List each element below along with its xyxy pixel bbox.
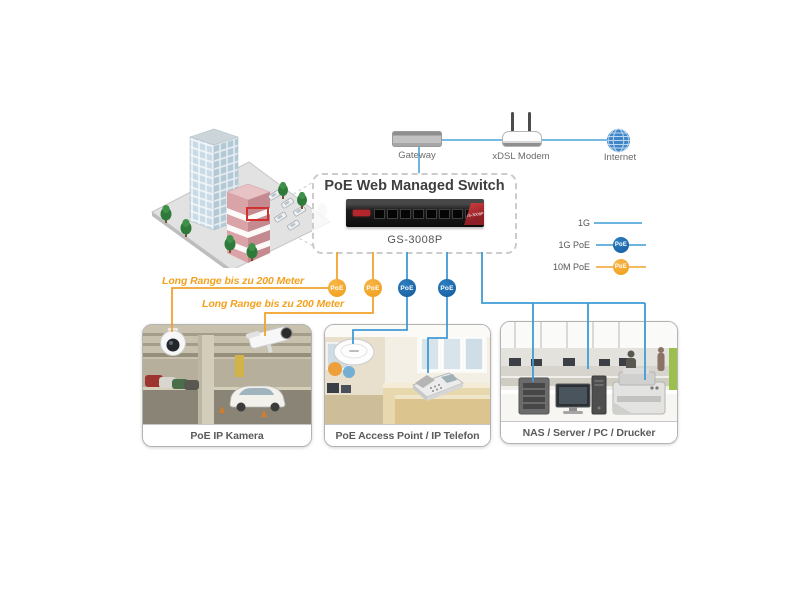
- access-point-icon: [333, 338, 375, 366]
- monitor-icon: [555, 383, 591, 414]
- nas-icon: [518, 377, 550, 415]
- gateway-label: Gateway: [398, 150, 436, 161]
- panel-nas-server-pc-drucker: NAS / Server / PC / Drucker: [500, 321, 678, 444]
- person-icon: [657, 347, 665, 371]
- switch-model-label: GS-3008P: [387, 234, 443, 246]
- office-devices-photo: [501, 322, 677, 421]
- gateway-device-icon: [392, 131, 442, 147]
- long-range-annotation-1: Long Range bis zu 200 Meter: [162, 275, 304, 287]
- legend-poe-badge-blue: PoE: [613, 237, 629, 253]
- modem-antenna-icon: [528, 112, 531, 134]
- panel-poe-ip-kamera: PoE IP Kamera: [142, 324, 312, 447]
- parking-garage-photo: [143, 325, 311, 424]
- switch-title: PoE Web Managed Switch: [324, 178, 505, 194]
- panel-caption: PoE Access Point / IP Telefon: [325, 424, 490, 446]
- office-photo: [325, 325, 490, 424]
- xdsl-modem-device-icon: [502, 131, 542, 147]
- building-illustration: [151, 128, 331, 268]
- poe-badge: PoE: [328, 279, 346, 297]
- ip-phone-icon: [412, 372, 464, 401]
- switch-ports-icon: [374, 209, 476, 219]
- brand-logo-icon: [353, 210, 370, 216]
- poe-badge: PoE: [398, 279, 416, 297]
- modem-antenna-icon: [511, 112, 514, 134]
- poe-switch-device-icon: GS-3008P: [346, 199, 484, 227]
- dome-camera-icon: [160, 327, 186, 356]
- pc-tower-icon: [591, 375, 607, 415]
- modem-label: xDSL Modem: [492, 151, 550, 162]
- legend-label-10m-poe: 10M PoE: [552, 262, 590, 272]
- long-range-annotation-2: Long Range bis zu 200 Meter: [202, 298, 344, 310]
- internet-label: Internet: [603, 152, 637, 163]
- panel-caption: PoE IP Kamera: [143, 424, 311, 446]
- poe-badge: PoE: [364, 279, 382, 297]
- legend-label-1g: 1G: [577, 218, 590, 228]
- legend-poe-badge-orange: PoE: [613, 259, 629, 275]
- panel-poe-access-point-ip-telefon: PoE Access Point / IP Telefon: [324, 324, 491, 447]
- poe-badge: PoE: [438, 279, 456, 297]
- panel-caption: NAS / Server / PC / Drucker: [501, 421, 677, 443]
- legend-label-1g-poe: 1G PoE: [558, 240, 590, 250]
- internet-globe-icon: [606, 128, 631, 153]
